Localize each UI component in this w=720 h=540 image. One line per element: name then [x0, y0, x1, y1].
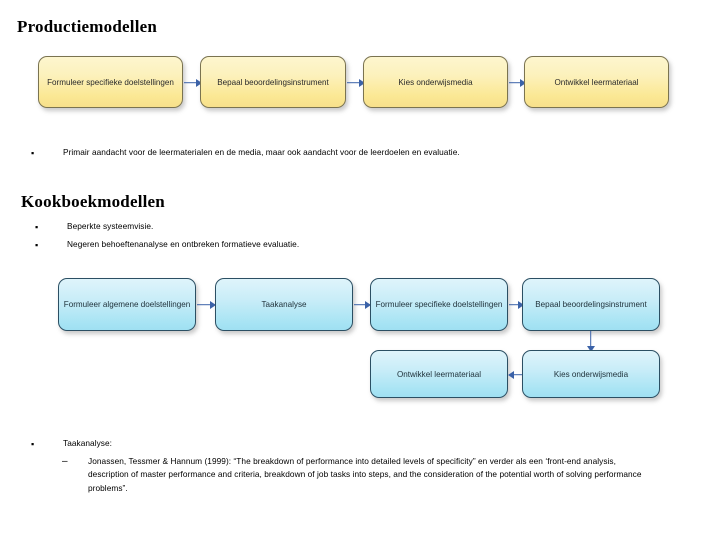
- flow-node-kies-onderwijsmedia[interactable]: Kies onderwijsmedia: [363, 56, 508, 108]
- bullet-item-jonassen-citation: – Jonassen, Tessmer & Hannum (1999): “Th…: [62, 455, 642, 495]
- flow-arrow-right-icon: [197, 300, 216, 309]
- bullet-text: Jonassen, Tessmer & Hannum (1999): “The …: [88, 456, 642, 493]
- flow-arrow-right-icon: [354, 300, 371, 309]
- flow-node-formuleer-specifieke-doelstellingen[interactable]: Formuleer specifieke doelstellingen: [370, 278, 508, 331]
- bullet-item-negeren-behoeftenanalyse: Negeren behoeftenanalyse en ontbreken fo…: [35, 239, 505, 252]
- flow-arrow-right-icon: [347, 78, 365, 87]
- production-model-flow-diagram: Formuleer specifieke doelstellingen Bepa…: [0, 46, 720, 126]
- flow-node-label: Taakanalyse: [261, 300, 307, 309]
- flow-node-label: Kies onderwijsmedia: [398, 77, 473, 87]
- bullet-square-icon: [31, 438, 41, 451]
- flow-node-formuleer-algemene-doelstellingen[interactable]: Formuleer algemene doelstellingen: [58, 278, 196, 331]
- flow-node-formuleer-specifieke-doelstellingen[interactable]: Formuleer specifieke doelstellingen: [38, 56, 183, 108]
- bullet-text: Primair aandacht voor de leermaterialen …: [63, 147, 460, 157]
- flow-node-bepaal-beoordelingsinstrument[interactable]: Bepaal beoordelingsinstrument: [522, 278, 660, 331]
- bullet-text: Beperkte systeemvisie.: [67, 221, 154, 231]
- flow-node-label: Kies onderwijsmedia: [553, 369, 629, 379]
- bullet-square-icon: [35, 239, 45, 252]
- flow-node-label: Formuleer algemene doelstellingen: [63, 300, 191, 309]
- flow-node-label: Formuleer specifieke doelstellingen: [375, 300, 503, 309]
- bullet-text: Negeren behoeftenanalyse en ontbreken fo…: [67, 239, 300, 249]
- cookbook-model-flow-diagram: Formuleer algemene doelstellingen Taakan…: [0, 272, 720, 405]
- flow-node-ontwikkel-leermateriaal[interactable]: Ontwikkel leermateriaal: [524, 56, 669, 108]
- flow-node-ontwikkel-leermateriaal[interactable]: Ontwikkel leermateriaal: [370, 350, 508, 398]
- flow-arrow-right-icon: [509, 300, 524, 309]
- flow-node-bepaal-beoordelingsinstrument[interactable]: Bepaal beoordelingsinstrument: [200, 56, 346, 108]
- bullet-square-icon: [35, 221, 45, 234]
- section-heading-kookboekmodellen: Kookboekmodellen: [21, 192, 165, 211]
- bullet-dash-icon: –: [62, 456, 68, 467]
- bullet-square-icon: [31, 147, 41, 160]
- flow-arrow-right-icon: [184, 78, 202, 87]
- bullet-item-taakanalyse: Taakanalyse:: [31, 438, 431, 451]
- flow-arrow-left-icon: [508, 370, 523, 379]
- bullet-item-primair-aandacht: Primair aandacht voor de leermaterialen …: [31, 147, 651, 160]
- flow-node-kies-onderwijsmedia[interactable]: Kies onderwijsmedia: [522, 350, 660, 398]
- bullet-text: Taakanalyse:: [63, 438, 113, 448]
- bullet-item-beperkte-systeemvisie: Beperkte systeemvisie.: [35, 221, 485, 234]
- flow-node-label: Ontwikkel leermateriaal: [554, 77, 639, 87]
- flow-node-label: Bepaal beoordelingsinstrument: [217, 77, 329, 87]
- flow-node-taakanalyse[interactable]: Taakanalyse: [215, 278, 353, 331]
- flow-arrow-right-icon: [509, 78, 526, 87]
- flow-node-label: Bepaal beoordelingsinstrument: [535, 300, 647, 309]
- section-heading-productiemodellen: Productiemodellen: [17, 17, 158, 36]
- flow-node-label: Formuleer specifieke doelstellingen: [47, 77, 174, 87]
- flow-node-label: Ontwikkel leermateriaal: [396, 369, 482, 379]
- flow-arrow-down-icon: [586, 331, 595, 352]
